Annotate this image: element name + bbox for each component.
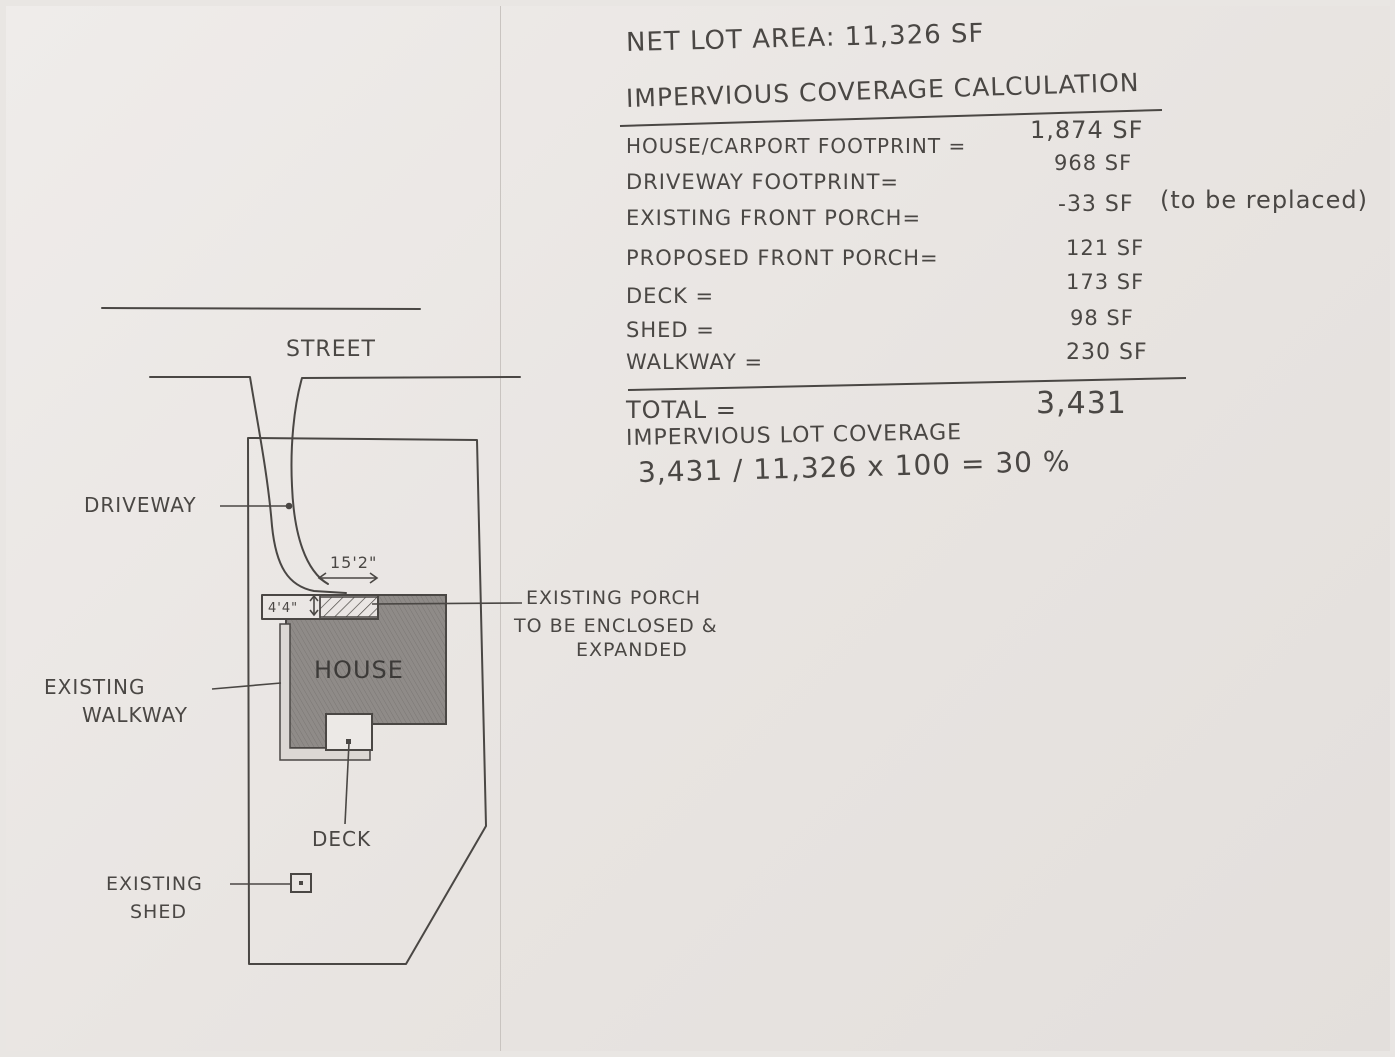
width-dimension-label: 15'2" [330,553,377,572]
calc-row-label: SHED = [626,318,715,342]
calc-row-label: HOUSE/CARPORT FOOTPRINT = [626,134,967,158]
calc-row-value: 1,874 SF [1030,116,1144,144]
paper-sheet: STREET DRIVEWAY 15'2" 4'4" HOUSE EXISTIN… [6,6,1390,1051]
shed-label-line1: EXISTING [106,873,203,895]
calc-row-value: 173 SF [1066,270,1145,294]
porch-note-line1: EXISTING PORCH [526,587,701,609]
walkway-leader [211,682,282,690]
calc-row-value: -33 SF [1058,192,1134,217]
depth-dimension-label: 4'4" [268,601,298,616]
total-value: 3,431 [1036,386,1127,421]
calc-row-label: WALKWAY = [626,350,764,374]
porch-note-line2: TO BE ENCLOSED & [513,615,718,637]
calc-row-label: DRIVEWAY FOOTPRINT= [626,170,899,194]
deck-label: DECK [312,827,371,851]
deck-marker [346,739,351,744]
calc-row-label: PROPOSED FRONT PORCH= [626,246,939,270]
paper-fold-line [500,6,501,1051]
street-curb-line [149,376,347,594]
calc-row-note: (to be replaced) [1160,186,1368,214]
calc-row-value: 98 SF [1070,306,1134,330]
calc-title-underline [619,109,1163,127]
shed-label-line2: SHED [130,901,187,923]
street-edge-line [101,307,421,310]
calc-row-label: EXISTING FRONT PORCH= [626,206,922,230]
house-label: HOUSE [314,656,404,684]
driveway-right-edge [290,376,521,585]
calc-row-value: 968 SF [1054,151,1133,175]
deck-leader [344,742,350,825]
porch-leader [371,602,523,605]
porch-note-line3: EXPANDED [576,639,688,661]
street-label: STREET [286,337,376,362]
total-label: TOTAL = [626,396,737,424]
total-rule [627,377,1187,391]
site-plan-diagram: STREET DRIVEWAY 15'2" 4'4" HOUSE EXISTIN… [44,109,1187,965]
walkway-label-line2: WALKWAY [82,703,188,727]
driveway-label: DRIVEWAY [84,493,197,517]
lot-boundary [247,437,487,965]
shed-outline [290,873,312,893]
calc-row-value: 230 SF [1066,340,1148,365]
calc-row-label: DECK = [626,284,715,308]
shed-marker [299,881,303,885]
calc-row-value: 121 SF [1066,236,1145,260]
walkway-label-line1: EXISTING [44,675,146,699]
porch-hatch [319,596,379,618]
